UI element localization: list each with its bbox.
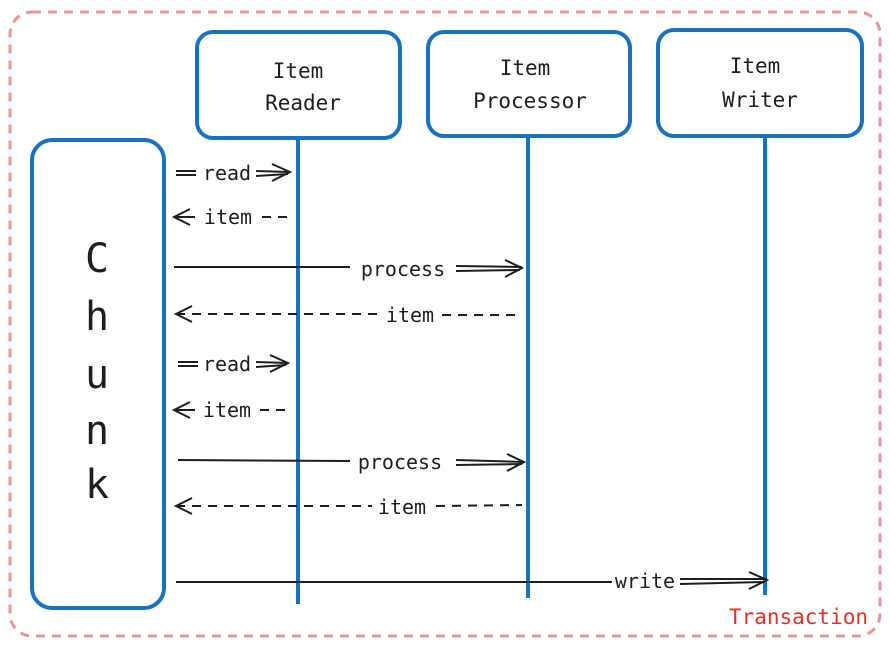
item-processor-box	[426, 30, 632, 138]
item-writer-box	[656, 28, 864, 138]
item-writer-label-line2: Writer	[722, 88, 798, 112]
item-reader-label-line2: Reader	[265, 91, 341, 115]
chunk-letter-c: C	[85, 236, 109, 282]
message-item-1: item	[171, 205, 292, 229]
message-process-1-label: process	[361, 257, 445, 281]
message-item-4: item	[173, 495, 523, 519]
message-item-2-label: item	[386, 303, 434, 327]
message-read-1-label: read	[203, 161, 251, 185]
message-write-label: write	[615, 569, 675, 593]
transaction-label: Transaction	[729, 605, 868, 629]
message-read-2: read	[178, 352, 291, 376]
message-item-3-label: item	[203, 398, 251, 422]
chunk-letter-h: h	[85, 294, 109, 340]
message-item-3: item	[171, 398, 288, 422]
item-reader-label-line1: Item	[273, 59, 324, 83]
item-reader-box	[195, 30, 402, 140]
message-write: write	[176, 569, 770, 593]
message-item-4-label: item	[378, 495, 426, 519]
item-writer-label-line1: Item	[730, 54, 781, 78]
message-read-2-label: read	[203, 352, 251, 376]
item-processor-label-line2: Processor	[473, 89, 587, 113]
chunk-letter-u: u	[85, 352, 109, 398]
message-item-1-label: item	[204, 205, 252, 229]
message-item-2: item	[173, 303, 522, 327]
message-process-1: process	[174, 257, 525, 281]
chunk-letter-n: n	[85, 408, 109, 454]
chunk-box	[30, 138, 166, 610]
transaction-boundary	[8, 10, 882, 638]
chunk-letter-k: k	[85, 462, 109, 508]
message-process-2: process	[177, 450, 527, 474]
message-read-1: read	[176, 161, 293, 185]
message-process-2-label: process	[358, 450, 442, 474]
item-processor-label-line1: Item	[500, 56, 551, 80]
